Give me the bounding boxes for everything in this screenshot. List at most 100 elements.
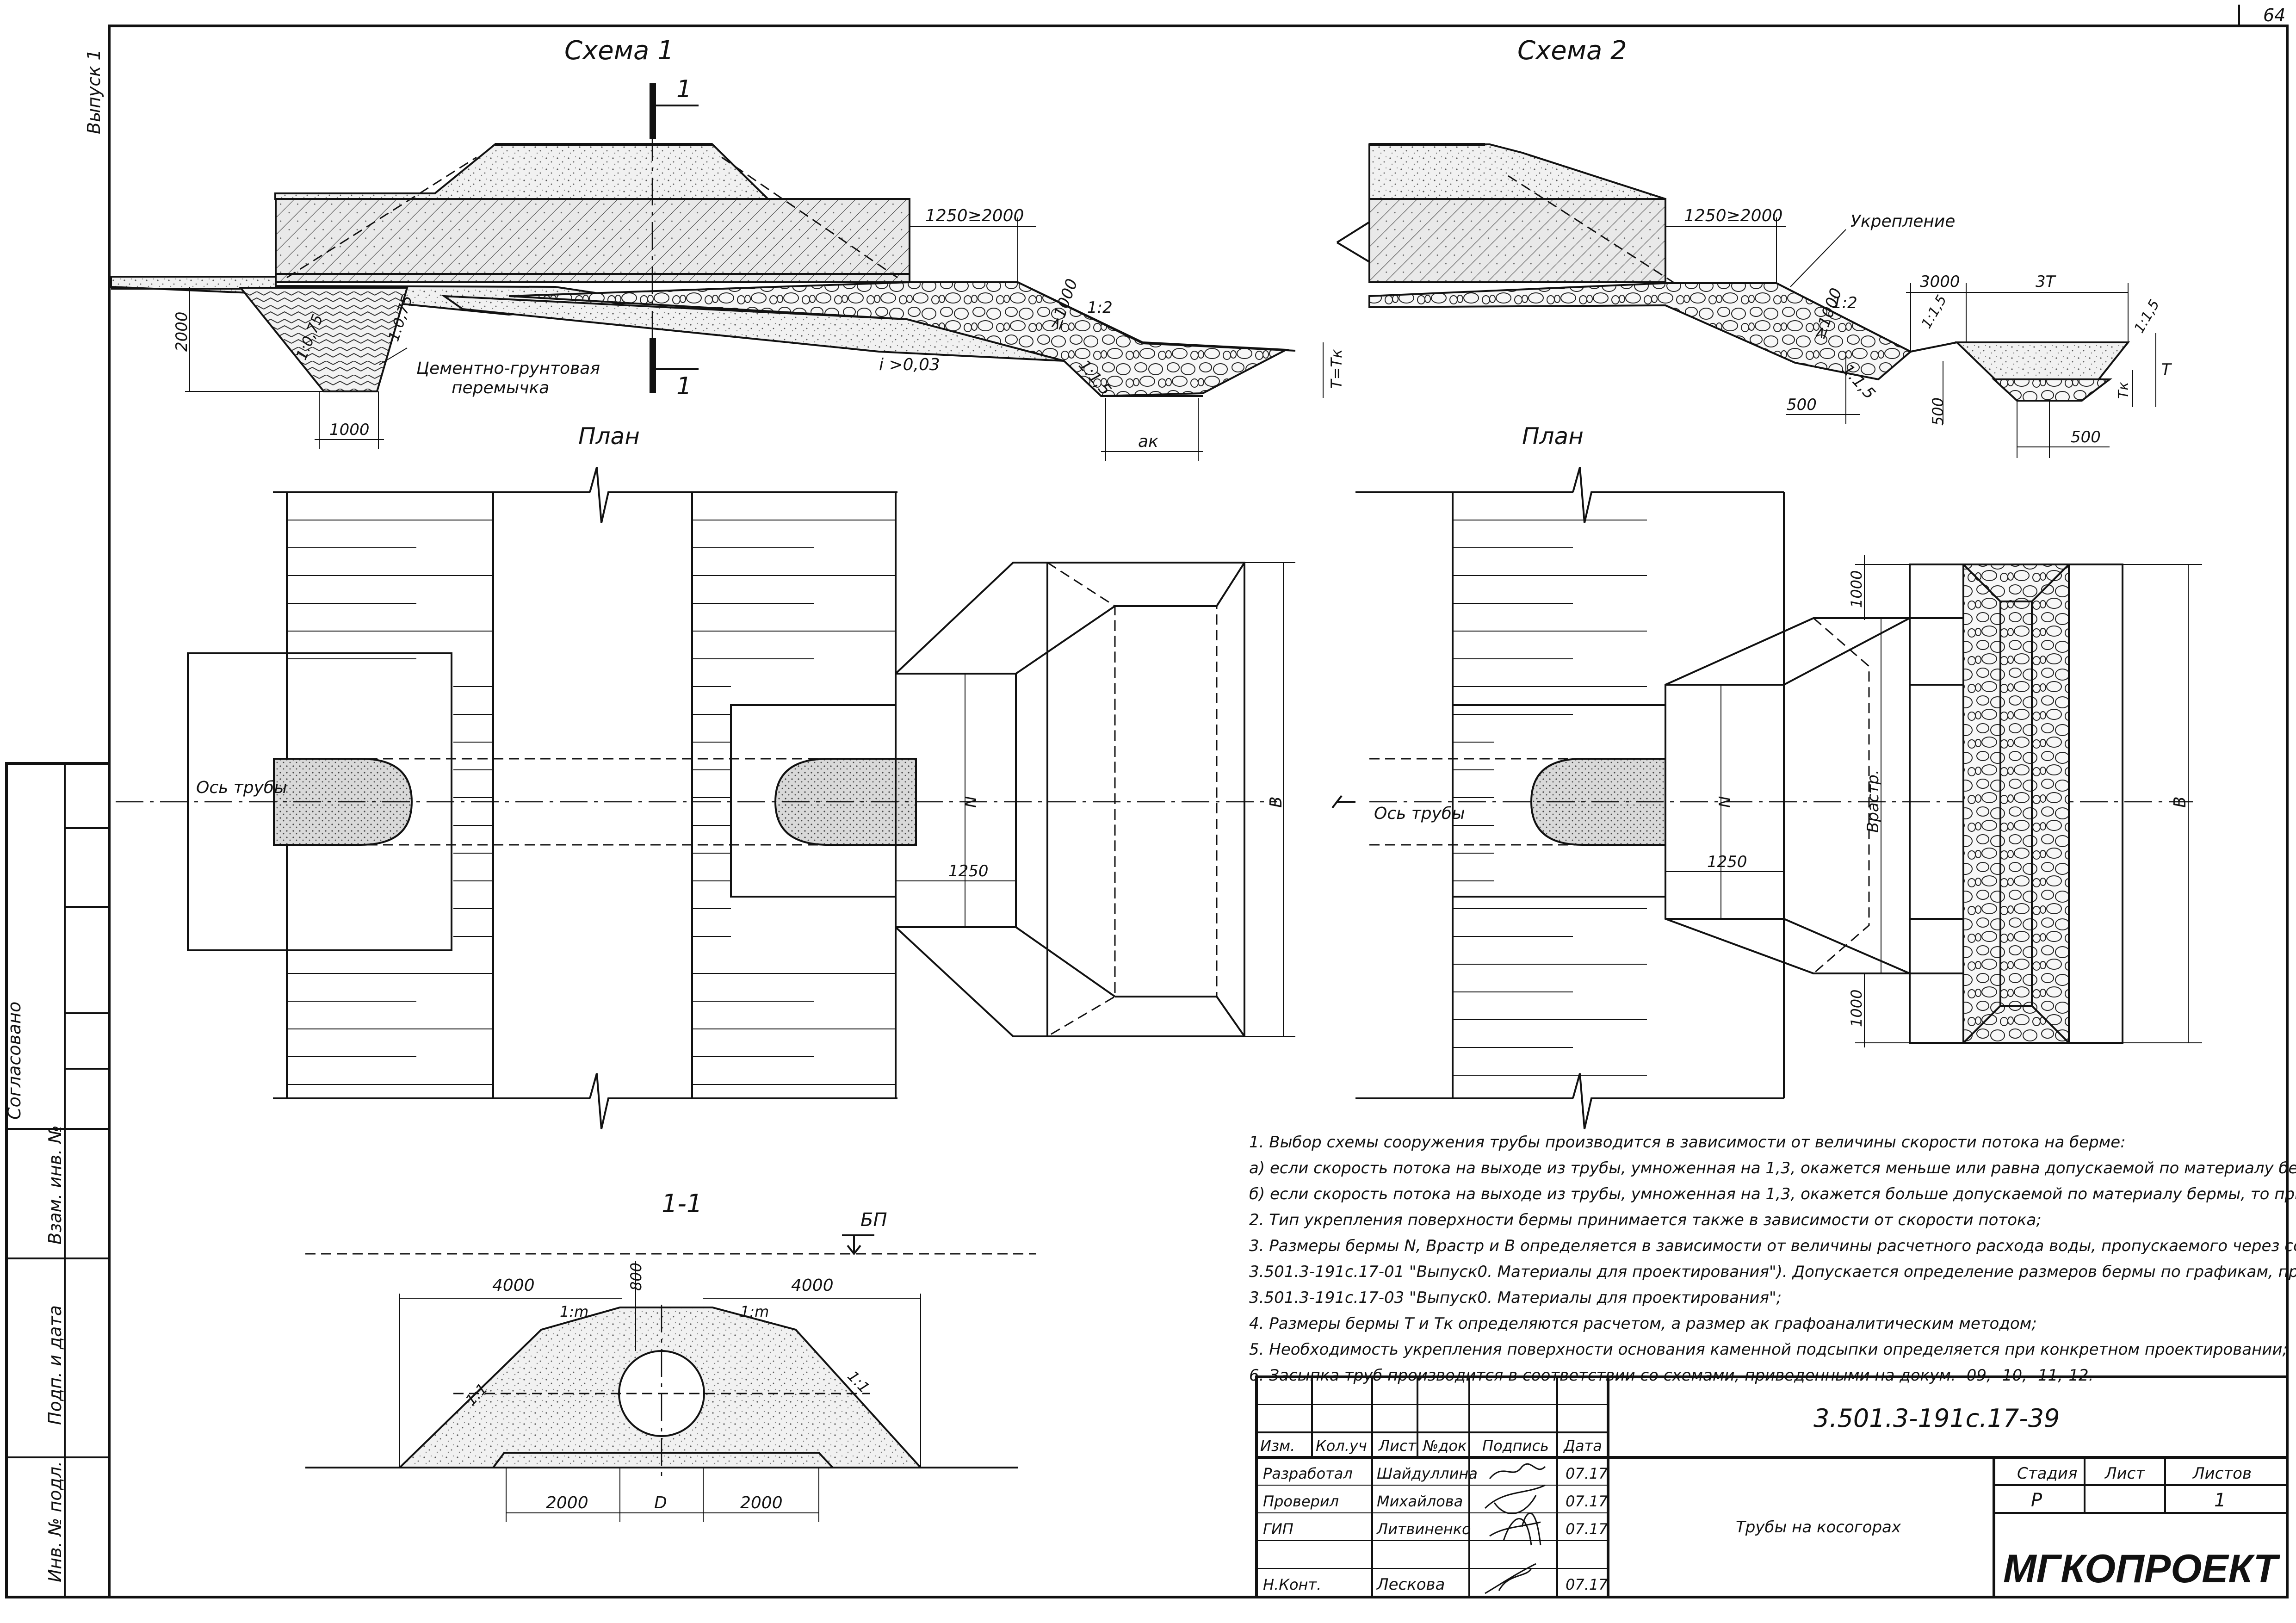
section-dim-left: 4000 <box>492 1276 535 1295</box>
title-block: Изм. Кол.уч Лист №док Подпись Дата Разра… <box>1255 1375 2289 1598</box>
note-1a: а) если скорость потока на выходе из тру… <box>1249 1159 2296 1177</box>
section-dim-d: D <box>654 1493 667 1512</box>
general-notes: 1. Выбор схемы сооружения трубы производ… <box>1249 1133 2296 1385</box>
tb-role-developed: Разработал <box>1263 1465 1353 1482</box>
plan-2: План Ось трубы <box>1331 423 2202 1129</box>
scheme-2-slope-ditch-right: 1:1,5 <box>2131 297 2163 336</box>
company-logo: МГКОПРОЕКТ <box>2003 1547 2280 1591</box>
scheme-2-dim-3t: 3T <box>2036 273 2056 291</box>
stamp-issue: Выпуск 1 <box>84 49 104 134</box>
scheme-1-dim-depth-left: 2000 <box>173 311 191 352</box>
scheme-2-dim-t: T <box>2161 360 2172 379</box>
tb-date-norm: 07.17 <box>1566 1576 1608 1593</box>
plan-1-slope-hatching <box>287 520 896 1085</box>
plan-1-axis-label: Ось трубы <box>196 778 287 797</box>
plan-1-title: План <box>578 423 640 450</box>
signature-marks <box>1484 1463 1546 1594</box>
tb-sheet-title: Трубы на косогорах <box>1736 1518 1901 1536</box>
stamp-inv-original: Инв. № подл. <box>45 1461 65 1582</box>
scheme-1-profile: Схема 1 1 1 1250≥2000 2000 1000 1:0, <box>110 36 1345 461</box>
tb-role-norm: Н.Конт. <box>1263 1576 1321 1593</box>
scheme-2-reinforcement: Укрепление <box>1850 212 1955 231</box>
tb-name-checked: Михайлова <box>1377 1493 1463 1510</box>
note-1b: б) если скорость потока на выходе из тру… <box>1249 1185 2296 1203</box>
section-dim-right: 4000 <box>791 1276 834 1295</box>
plan-2-dim-b-calc: Врастр. <box>1864 769 1882 833</box>
embankment-top <box>274 143 770 200</box>
scheme-2-dim-3000: 3000 <box>1920 273 1960 291</box>
tb-sheets-value: 1 <box>2214 1490 2226 1511</box>
scheme-1-dim-bottom: 1000 <box>329 421 370 439</box>
section-dim-bottom-right: 2000 <box>740 1493 783 1512</box>
cement-plug <box>238 287 408 392</box>
bp-label: БП <box>860 1209 887 1231</box>
plan-2-dim-1000-bottom: 1000 <box>1848 990 1865 1027</box>
note-3: 3. Размеры бермы N, Bрастр и B определяе… <box>1249 1237 2296 1255</box>
plan-1-dim-n: N <box>962 796 980 808</box>
plan-2-dim-n: N <box>1716 796 1734 808</box>
tb-name-developed: Шайдуллина <box>1377 1465 1478 1482</box>
note-3-cont-1: 3.501.3-191с.17-01 "Выпуск0. Материалы д… <box>1249 1263 2296 1281</box>
scheme-2-embankment <box>1368 143 1666 200</box>
scheme-2-pipe-body <box>1368 198 1666 283</box>
scheme-2-dim-500-b: 500 <box>1929 397 1947 426</box>
section-slope-top-right: 1:m <box>740 1303 769 1320</box>
plan-2-slope-hatching <box>1453 520 1647 1076</box>
tb-head-date: Дата <box>1563 1437 1602 1455</box>
tb-head-doc: №док <box>1422 1437 1467 1455</box>
plan-1-dim-b: B <box>1267 796 1286 808</box>
scheme-2-title: Схема 2 <box>1517 36 1627 66</box>
plan-2-dim-1000-top: 1000 <box>1848 570 1865 608</box>
tb-stage-value: Р <box>2031 1490 2042 1511</box>
plug-label-2: перемычка <box>452 378 549 397</box>
note-2: 2. Тип укрепления поверхности бермы прин… <box>1249 1211 2042 1229</box>
scheme-1-slope-berm: 1:2 <box>1087 298 1113 317</box>
note-5: 5. Необходимость укрепления поверхности … <box>1249 1340 2288 1359</box>
tb-date-checked: 07.17 <box>1566 1493 1608 1510</box>
scheme-2-dim-500-a: 500 <box>1787 396 1817 414</box>
scheme-2-dim-500-c: 500 <box>2071 428 2101 446</box>
tb-sheets-label: Листов <box>2192 1464 2252 1483</box>
pipe-body <box>275 198 910 283</box>
section-slope-top-left: 1:m <box>560 1303 588 1320</box>
tb-sheet-label: Лист <box>2104 1464 2145 1483</box>
plan-2-dim-b: B <box>2171 796 2190 808</box>
tb-doc-code: 3.501.3-191с.17-39 <box>1813 1404 2060 1433</box>
plan-1: План <box>116 423 1295 1129</box>
scheme-1-title: Схема 1 <box>564 36 674 66</box>
stamp-replaced-inv: Взам. инв. № <box>45 1125 65 1245</box>
berm-fill <box>441 295 1064 362</box>
tb-name-gip: Литвиненко <box>1376 1520 1471 1538</box>
tb-role-gip: ГИП <box>1263 1520 1293 1538</box>
scheme-1-dim-berm: 1250≥2000 <box>925 206 1024 225</box>
scheme-1-dim-ak: aк <box>1138 432 1158 451</box>
tb-head-signature: Подпись <box>1482 1437 1549 1455</box>
section-dim-800: 800 <box>627 1263 645 1291</box>
section-dim-bottom-left: 2000 <box>546 1493 588 1512</box>
plan-2-axis-label: Ось трубы <box>1374 804 1465 823</box>
plug-label-1: Цементно-грунтовая <box>416 359 600 378</box>
section-mark-top: 1 <box>676 75 692 103</box>
section-mark-bottom: 1 <box>676 372 692 400</box>
tb-head-change: Изм. <box>1260 1437 1295 1455</box>
scheme-1-dim-t: T=Tк <box>1328 349 1345 389</box>
tb-head-sheet: Лист <box>1378 1437 1417 1455</box>
plan-2-title: План <box>1522 423 1584 450</box>
scheme-2-slope-ditch-left: 1:1,5 <box>1918 292 1950 331</box>
plan-1-dim-1250: 1250 <box>948 862 989 880</box>
scheme-2-dim-tk: Tк <box>2116 382 2132 399</box>
tb-date-gip: 07.17 <box>1566 1520 1608 1538</box>
stamp-sign-date: Подп. и дата <box>45 1305 65 1425</box>
section-title: 1-1 <box>662 1189 702 1218</box>
scheme-2-ditch-bottom <box>1991 378 2112 402</box>
plan-2-dim-1250: 1250 <box>1707 853 1747 871</box>
note-1: 1. Выбор схемы сооружения трубы производ… <box>1249 1133 2126 1152</box>
page-number: 64 <box>2263 5 2285 25</box>
tb-date-developed: 07.17 <box>1566 1465 1608 1482</box>
scheme-2-profile: Схема 2 1250≥2000 Укрепление 1:2 ≥1000 1… <box>1336 36 2172 458</box>
scheme-1-slope-i: i >0,03 <box>879 355 940 374</box>
tb-role-checked: Проверил <box>1263 1493 1339 1510</box>
section-1-1: 1-1 БП 4000 4000 800 1:m 1:m 1:1 1:1 200… <box>305 1189 1036 1522</box>
